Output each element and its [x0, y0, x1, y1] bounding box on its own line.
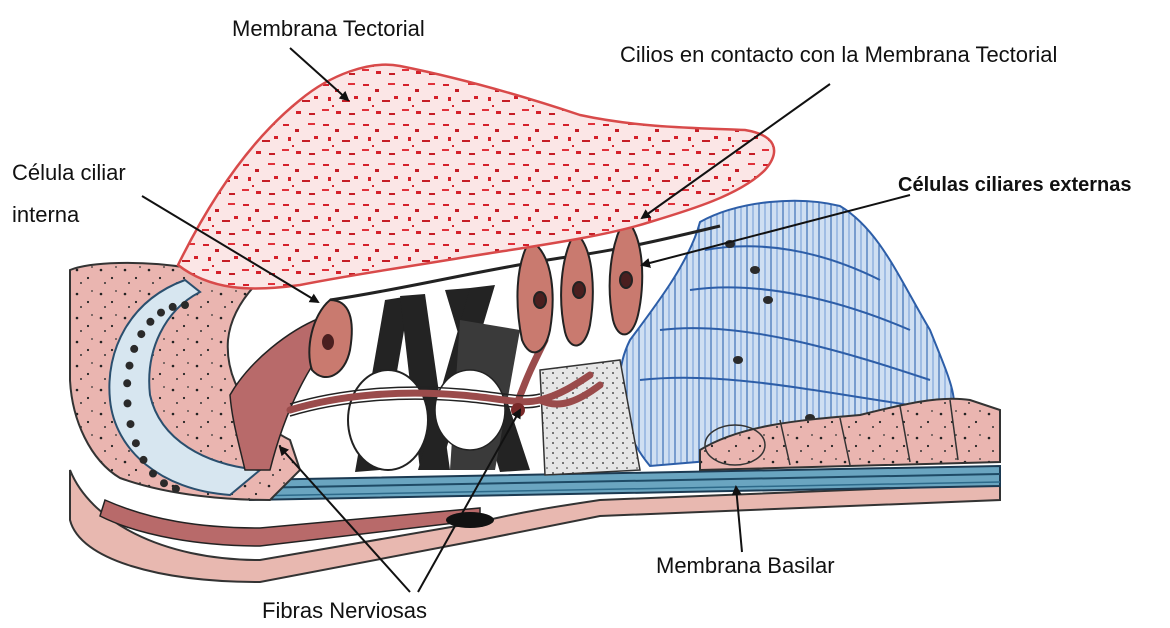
label-nerve-fibers: Fibras Nerviosas — [262, 594, 427, 628]
basilar-node — [446, 512, 494, 528]
sulcus-nucleus — [130, 345, 138, 353]
sulcus-nucleus — [124, 399, 132, 407]
sulcus-nucleus — [172, 485, 180, 493]
label-basilar-membrane: Membrana Basilar — [656, 549, 835, 583]
sulcus-nucleus — [149, 470, 157, 478]
label-inner-hair-cell-line1: Célula ciliar — [12, 156, 126, 190]
label-tectorial-membrane: Membrana Tectorial — [232, 12, 425, 46]
sulcus-nucleus — [132, 439, 140, 447]
sulcus-nucleus — [137, 330, 145, 338]
sulcus-nucleus — [181, 301, 189, 309]
tunnel-space — [435, 370, 505, 450]
sulcus-nucleus — [127, 420, 135, 428]
label-inner-hair-cell-line2: interna — [12, 198, 79, 232]
tunnel-of-corti — [348, 370, 428, 470]
sulcus-nucleus — [157, 309, 165, 317]
sulcus-nucleus — [146, 318, 154, 326]
label-outer-hair-cells: Células ciliares externas — [898, 168, 1131, 202]
sulcus-nucleus — [169, 303, 177, 311]
label-cilia-contact: Cilios en contacto con la Membrana Tecto… — [620, 38, 1057, 72]
sulcus-nucleus — [160, 479, 168, 487]
sulcus-nucleus — [123, 379, 131, 387]
sulcus-nucleus — [140, 456, 148, 464]
tectorial-membrane — [178, 65, 774, 289]
sulcus-nucleus — [126, 362, 134, 370]
